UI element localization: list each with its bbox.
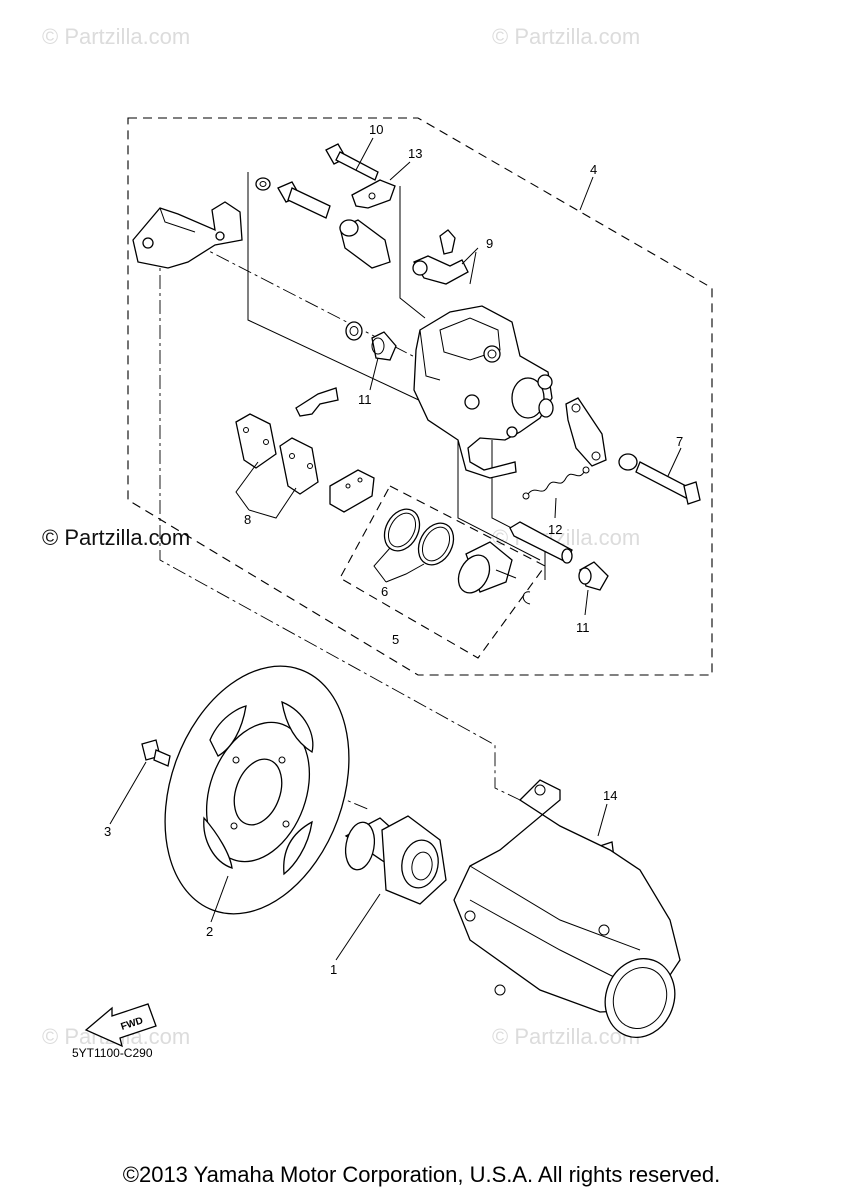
- brake-pad-right: [279, 437, 319, 495]
- callout-5: 5: [392, 632, 399, 647]
- copyright-notice: ©2013 Yamaha Motor Corporation, U.S.A. A…: [122, 1162, 721, 1187]
- callout-13: 13: [408, 146, 422, 161]
- brake-pad-left: [235, 413, 277, 469]
- callout-2: 2: [206, 924, 213, 939]
- callout-7: 7: [676, 434, 683, 449]
- callout-11-lower: 11: [576, 620, 590, 635]
- pin-washer: [255, 177, 271, 191]
- pin-boot-upper: [339, 219, 391, 269]
- boot-11-upper: [371, 331, 397, 361]
- watermark-top-left: © Partzilla.com: [42, 24, 191, 49]
- pad-spring: [295, 387, 339, 417]
- watermark-top-right: © Partzilla.com: [492, 24, 641, 49]
- callout-14: 14: [603, 788, 617, 803]
- callout-10: 10: [369, 122, 383, 137]
- pad-shim: [329, 469, 375, 513]
- diagram-code: 5YT1100-C290: [72, 1046, 153, 1060]
- callout-6: 6: [381, 584, 388, 599]
- slide-pin-12: [509, 521, 573, 564]
- piston-seal-6a: [383, 508, 421, 552]
- slide-pin-upper: [277, 181, 331, 219]
- forward-arrow-icon: FWD: [84, 1003, 157, 1048]
- washer-left: [345, 321, 363, 341]
- callout-9: 9: [486, 236, 493, 251]
- lock-plate-13: [351, 179, 396, 209]
- caliper-body: [413, 305, 554, 479]
- bracket-line-lower: [457, 420, 541, 561]
- boot-11-lower: [578, 561, 609, 591]
- caliper-assembly-boundary: [127, 117, 713, 676]
- watermark-mid-left: © Partzilla.com: [42, 525, 191, 550]
- disc-bolt-3: [141, 739, 171, 767]
- bracket-line-top: [247, 172, 441, 411]
- bleed-screw-9: [412, 229, 469, 285]
- bolt-10: [325, 143, 379, 181]
- callout-11-upper: 11: [358, 392, 372, 407]
- disc-hub: [344, 815, 447, 905]
- callout-1: 1: [330, 962, 337, 977]
- caliper-bracket: [132, 201, 243, 269]
- return-spring: [522, 466, 590, 500]
- parking-lever: [565, 397, 607, 467]
- brake-disc: [164, 665, 350, 915]
- callout-4: 4: [590, 162, 597, 177]
- circlip: [522, 591, 531, 605]
- bolt-7: [618, 453, 701, 505]
- piston-seal-6b: [417, 522, 455, 566]
- leader-lines: [109, 137, 682, 961]
- callout-12: 12: [548, 522, 562, 537]
- bracket-line-right: [399, 186, 426, 319]
- centerline-bracket-to-mount: [159, 250, 521, 801]
- piston-kit-boundary: [339, 485, 546, 659]
- piston: [457, 541, 517, 594]
- axle-housing: [453, 779, 681, 1038]
- callout-3: 3: [104, 824, 111, 839]
- callout-8: 8: [244, 512, 251, 527]
